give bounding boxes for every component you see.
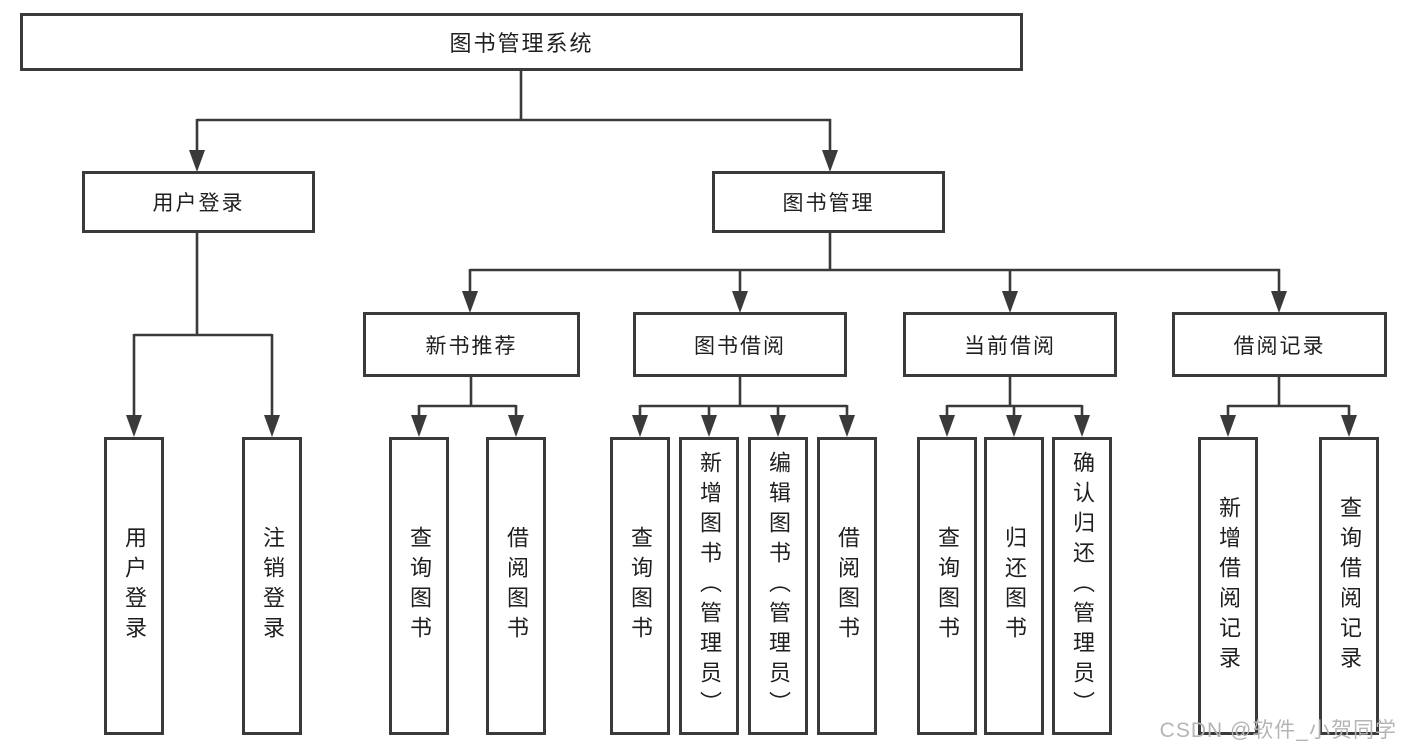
leaf-user-login: 用户登录 — [104, 437, 164, 735]
node-new-book-label: 新书推荐 — [425, 334, 518, 358]
leaf-borrow-add: 新增图书（管理员） — [679, 437, 739, 735]
node-root: 图书管理系统 — [20, 13, 1023, 71]
node-book-mgmt-label: 图书管理 — [782, 192, 875, 215]
node-new-book: 新书推荐 — [363, 312, 580, 377]
leaf-record-query-label: 查询借阅记录 — [1337, 496, 1362, 676]
leaf-record-add-label: 新增借阅记录 — [1216, 496, 1241, 676]
connector-book-mgmt — [462, 233, 1287, 313]
leaf-borrow-edit-label: 编辑图书（管理员） — [766, 451, 791, 721]
leaf-borrow-book-label: 借阅图书 — [835, 526, 860, 646]
csdn-watermark: CSDN @软件_小贺同学 — [1159, 719, 1397, 742]
leaf-borrow-add-label: 新增图书（管理员） — [697, 451, 722, 721]
node-borrow-record-label: 借阅记录 — [1233, 334, 1326, 358]
leaf-current-query-label: 查询图书 — [935, 526, 960, 646]
leaf-logout: 注销登录 — [242, 437, 302, 735]
node-user-login-label: 用户登录 — [152, 192, 245, 215]
leaf-borrow-query-label: 查询图书 — [628, 526, 653, 646]
leaf-user-login-label: 用户登录 — [122, 526, 147, 646]
leaf-newbook-borrow: 借阅图书 — [486, 437, 546, 735]
connector-root — [189, 70, 838, 172]
leaf-current-confirm: 确认归还（管理员） — [1052, 437, 1112, 735]
node-current-borrow: 当前借阅 — [903, 312, 1117, 377]
leaf-current-return-label: 归还图书 — [1002, 526, 1027, 646]
leaf-current-query: 查询图书 — [917, 437, 977, 735]
connector-book-borrow — [632, 377, 855, 437]
node-book-borrow-label: 图书借阅 — [694, 334, 786, 358]
connector-user-login — [126, 233, 280, 437]
leaf-logout-label: 注销登录 — [260, 526, 285, 646]
node-current-borrow-label: 当前借阅 — [964, 334, 1056, 358]
node-user-login: 用户登录 — [82, 171, 315, 233]
leaf-newbook-query-label: 查询图书 — [407, 526, 432, 646]
node-book-mgmt: 图书管理 — [712, 171, 945, 233]
leaf-borrow-query: 查询图书 — [610, 437, 670, 735]
leaf-borrow-book: 借阅图书 — [817, 437, 877, 735]
leaf-current-confirm-label: 确认归还（管理员） — [1070, 451, 1095, 721]
leaf-newbook-borrow-label: 借阅图书 — [504, 526, 529, 646]
node-book-borrow: 图书借阅 — [633, 312, 847, 377]
connector-current-borrow — [939, 377, 1090, 437]
connector-borrow-record — [1220, 377, 1357, 437]
leaf-newbook-query: 查询图书 — [389, 437, 449, 735]
leaf-current-return: 归还图书 — [984, 437, 1044, 735]
node-root-label: 图书管理系统 — [449, 31, 594, 56]
leaf-borrow-edit: 编辑图书（管理员） — [748, 437, 808, 735]
leaf-record-query: 查询借阅记录 — [1319, 437, 1379, 735]
connector-new-book — [411, 377, 524, 437]
leaf-record-add: 新增借阅记录 — [1198, 437, 1258, 735]
node-borrow-record: 借阅记录 — [1172, 312, 1387, 377]
